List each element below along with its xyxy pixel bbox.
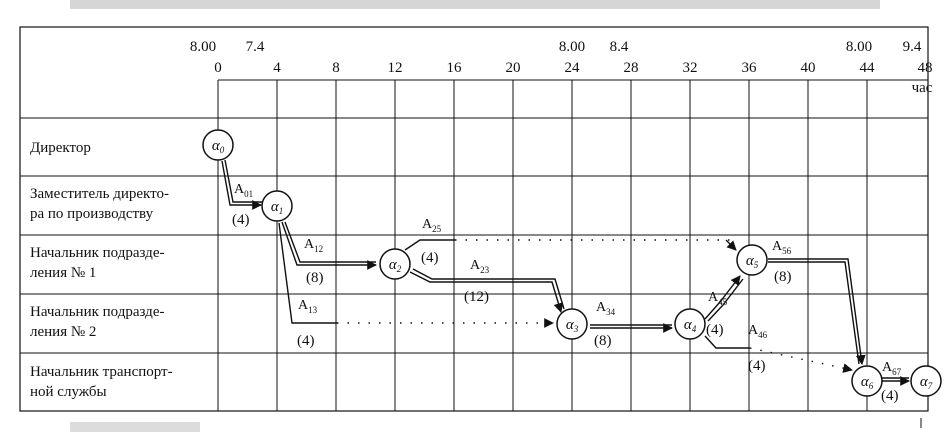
role-label-div2-line1: Начальник подразде- [30,304,164,320]
role-label-transport-line1: Начальник транспорт- [30,364,173,380]
duration-a23: (12) [464,289,489,305]
duration-a46: (4) [748,358,766,374]
event-node: α4 [674,308,706,340]
hour-ticks: 0 4 8 12 16 20 24 28 32 36 40 44 48 [214,60,932,76]
arc-label-a01: A01 [234,182,253,199]
duration-a56: (8) [774,269,792,285]
date-end-day1: 7.4 [246,39,265,55]
duration-a12: (8) [306,270,324,286]
event-node: α2 [379,248,411,280]
event-nodes: α0 α1 α2 α3 α4 α5 α6 α7 [202,129,942,397]
arc-a25-head [725,239,737,251]
tick-label: 32 [683,60,698,76]
role-label-deputy-line1: Заместитель директо- [30,186,169,202]
event-node: α0 [202,129,234,161]
arc-a23-inner [412,268,565,310]
arc-a12-inner [284,221,376,263]
arc-a01 [221,160,262,210]
role-label-div2-line2: ления № 2 [30,324,96,340]
arc-label-a12: A12 [304,237,323,254]
tick-label: 48 [918,60,933,76]
tick-label: 40 [801,60,816,76]
arc-label-a13: A13 [298,298,318,315]
arc-a46 [704,335,750,349]
tick-label: 12 [388,60,403,76]
date-start-day2: 8.00 [559,39,585,55]
svg-text:α1: α1 [271,199,283,216]
arc-label-a56: A56 [772,239,792,256]
event-node: α5 [736,244,768,276]
arc-label-a45: A45 [708,290,728,307]
arc-label-a34: A34 [596,300,616,317]
tick-label: 24 [565,60,581,76]
role-label-deputy-line2: ра по производству [30,206,154,222]
date-start-day3: 8.00 [846,39,872,55]
svg-text:α2: α2 [389,257,402,274]
activity-labels: A01 (4) A12 (8) A13 (4) A25 (4) A23 (12)… [232,182,902,404]
tick-label: 16 [447,60,463,76]
date-end-day2: 8.4 [610,39,629,55]
svg-text:α4: α4 [684,317,697,334]
svg-text:α5: α5 [746,253,759,270]
arc-label-a46: A46 [748,323,768,340]
svg-text:α6: α6 [861,374,874,391]
arc-a56 [768,258,866,365]
tick-label: 8 [332,60,340,76]
role-label-transport-line2: ной службы [30,384,107,400]
role-label-director: Директор [30,140,91,156]
svg-text:α7: α7 [920,374,933,391]
role-label-div1-line1: Начальник подразде- [30,245,164,261]
arc-a45-inner [707,278,744,322]
duration-a25: (4) [421,250,439,266]
duration-a13: (4) [297,333,315,349]
duration-a67: (4) [881,388,899,404]
event-node: α7 [910,365,942,397]
time-grid [217,80,868,411]
event-node: α3 [556,308,588,340]
arc-a56-inner [768,261,860,365]
role-label-div1-line2: ления № 1 [30,265,96,281]
arc-a01-inner [224,159,262,203]
event-node: α6 [851,365,883,397]
duration-a34: (8) [594,333,612,349]
unit-label: час [912,80,933,96]
tick-label: 28 [624,60,639,76]
arc-a45 [704,275,741,320]
arc-a12 [281,221,377,270]
svg-text:α0: α0 [212,138,225,155]
tick-label: 36 [742,60,758,76]
arc-a13 [278,222,337,324]
arc-a23 [409,271,564,313]
arc-label-a25: A25 [422,217,442,234]
arc-label-a67: A67 [882,360,902,377]
date-end-day3: 9.4 [903,39,922,55]
arc-label-a23: A23 [470,258,490,275]
tick-label: 20 [506,60,521,76]
table-frame [19,26,929,412]
duration-a01: (4) [232,212,250,228]
tick-label: 0 [214,60,222,76]
tick-label: 44 [860,60,876,76]
scan-edge-bottom [70,422,200,432]
event-node: α1 [261,190,293,222]
activity-arcs [221,159,910,386]
duration-a45: (4) [706,322,724,338]
scan-edge-top [70,0,880,9]
arc-a25 [404,239,455,251]
tick-label: 4 [273,60,281,76]
svg-text:α3: α3 [566,317,579,334]
date-start-day1: 8.00 [190,39,216,55]
